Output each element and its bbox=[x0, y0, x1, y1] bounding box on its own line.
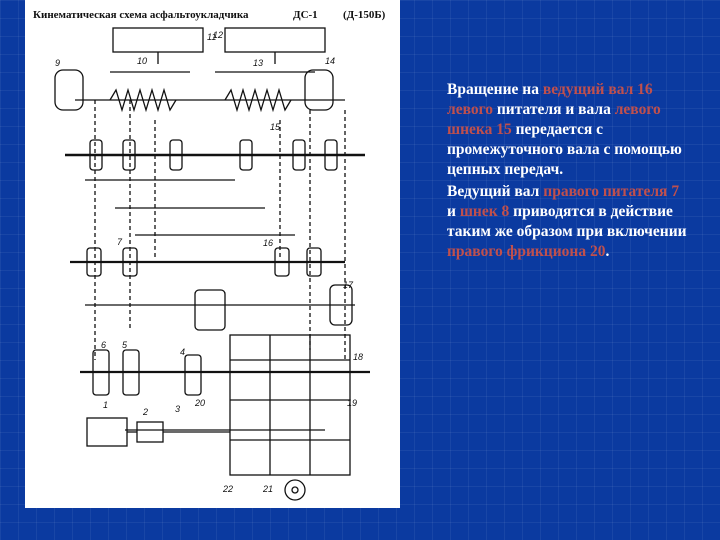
p2-seg-0: Ведущий вал bbox=[447, 183, 544, 200]
part-6: 6 bbox=[101, 340, 106, 350]
p1-seg-0: Вращение на bbox=[447, 81, 543, 98]
part-5: 5 bbox=[122, 340, 128, 350]
part-19: 19 bbox=[347, 398, 357, 408]
p1-seg-2: питателя и вала bbox=[493, 101, 615, 118]
part-12: 12 bbox=[213, 30, 223, 40]
paragraph-1: Вращение на ведущий вал 16 левого питате… bbox=[447, 80, 687, 180]
p1-seg-1-highlight: ведущий вал 16 левого bbox=[447, 81, 653, 118]
part-21: 21 bbox=[262, 484, 273, 494]
part-17: 17 bbox=[343, 280, 354, 290]
p2-seg-6: . bbox=[605, 243, 610, 260]
p1-seg-3-highlight: левого шнека 15 bbox=[447, 101, 661, 138]
p2-seg-4: приводятся в действие таким же образом п… bbox=[447, 203, 687, 240]
part-3: 3 bbox=[175, 404, 180, 414]
part-9: 9 bbox=[55, 58, 60, 68]
p2-seg-3-highlight: шнек 8 bbox=[459, 203, 510, 220]
part-4: 4 bbox=[180, 347, 185, 357]
p2-seg-1-highlight: правого питателя 7 bbox=[543, 183, 680, 200]
part-14: 14 bbox=[325, 56, 335, 66]
diagram-title: Кинематическая схема асфальтоукладчика bbox=[33, 9, 249, 21]
diagram-drawing: Кинематическая схема асфальтоукладчика Д… bbox=[33, 9, 386, 501]
part-1: 1 bbox=[103, 400, 108, 410]
p2-seg-2: и bbox=[447, 203, 460, 220]
part-13: 13 bbox=[253, 58, 263, 68]
part-2: 2 bbox=[142, 407, 148, 417]
diagram-lines bbox=[54, 27, 370, 501]
part-15: 15 bbox=[270, 122, 281, 132]
kinematic-diagram: Кинематическая схема асфальтоукладчика Д… bbox=[25, 0, 400, 508]
part-16: 16 bbox=[263, 238, 273, 248]
part-20: 20 bbox=[194, 398, 205, 408]
p1-seg-4: передается с промежуточного вала с помощ… bbox=[447, 121, 682, 178]
diagram-code: (Д-150Б) bbox=[343, 9, 386, 21]
part-10: 10 bbox=[137, 56, 147, 66]
part-18: 18 bbox=[353, 352, 363, 362]
diagram-model: ДС-1 bbox=[293, 9, 318, 21]
part-7: 7 bbox=[117, 237, 123, 247]
part-11: 11 bbox=[207, 32, 216, 42]
paragraph-2: Ведущий вал правого питателя 7 и шнек 8 … bbox=[447, 182, 687, 262]
part-22: 22 bbox=[222, 484, 233, 494]
p2-seg-5-highlight: правого фрикциона 20 bbox=[447, 243, 606, 260]
description-text: Вращение на ведущий вал 16 левого питате… bbox=[447, 80, 687, 264]
